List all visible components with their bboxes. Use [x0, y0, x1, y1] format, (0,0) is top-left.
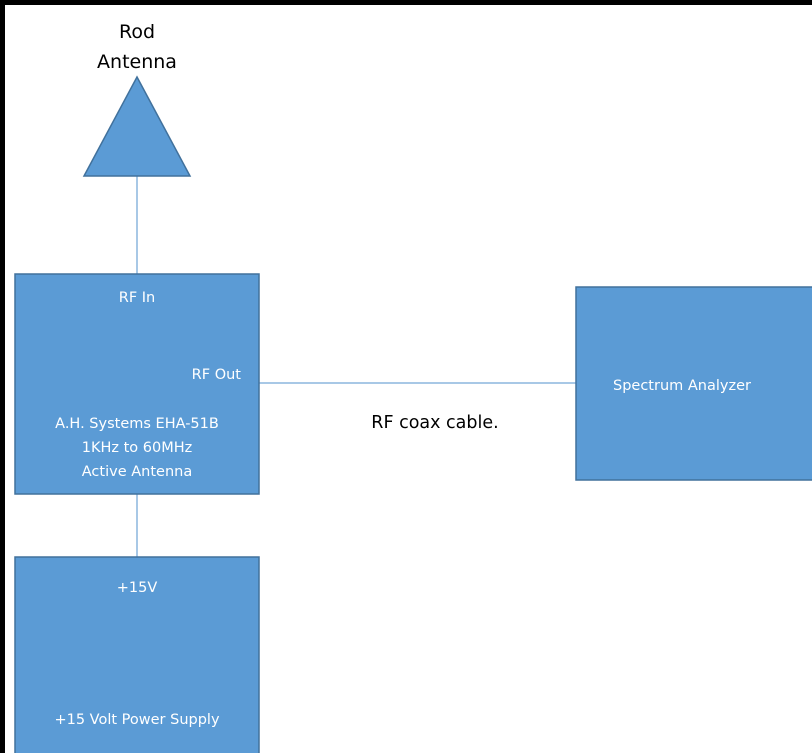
power-supply-voltage-label: +15V [117, 580, 158, 596]
rf-in-port-label: RF In [119, 290, 156, 306]
spectrum-analyzer-label: Spectrum Analyzer [613, 378, 751, 394]
spectrum-analyzer-box [575, 286, 812, 481]
active-antenna-box [14, 273, 260, 495]
active-antenna-desc-line1: A.H. Systems EHA-51B [55, 416, 219, 432]
active-antenna-desc-line2: 1KHz to 60MHz [82, 440, 193, 456]
active-antenna-desc-line3: Active Antenna [82, 464, 192, 480]
power-supply-box [14, 556, 260, 753]
rf-out-port-label: RF Out [192, 367, 242, 383]
rf-coax-cable-label: RF coax cable. [371, 413, 498, 433]
rod-antenna-label-line1: Rod [119, 21, 155, 43]
rod-antenna-triangle-icon [82, 75, 192, 177]
rod-antenna-label-line2: Antenna [97, 51, 177, 73]
power-supply-name-label: +15 Volt Power Supply [54, 712, 219, 728]
